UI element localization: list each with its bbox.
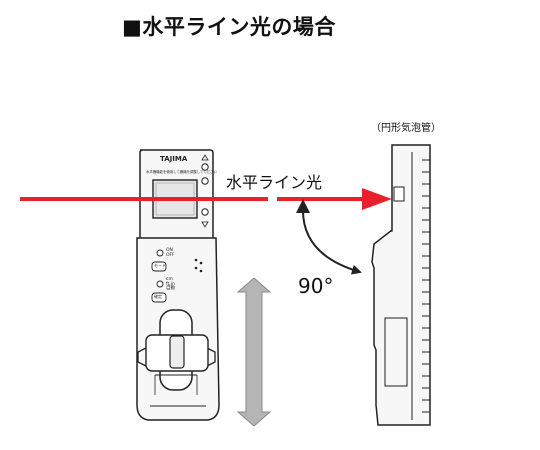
- angle-label: 90°: [298, 274, 334, 298]
- unit-button: [156, 280, 164, 288]
- indicator-led: [199, 269, 203, 273]
- device-side-button-bottom: [201, 208, 209, 216]
- laser-line-label: 水平ライン光: [226, 173, 323, 192]
- bubble-level-window: [393, 186, 405, 202]
- device-side-outline: [371, 144, 431, 426]
- indicator-led: [199, 261, 203, 265]
- label-mode: モード: [154, 263, 166, 268]
- bubble-level-label: （円形気泡管）: [371, 123, 441, 134]
- power-button: [156, 249, 164, 257]
- device-front: [136, 149, 220, 421]
- device-side-clamp: [384, 317, 408, 387]
- laser-arrowhead-icon: [362, 188, 392, 210]
- device-brand-logo: TAJIMA: [160, 155, 188, 163]
- device-side-button-middle: [201, 177, 209, 185]
- clamp-rail-guides: [154, 375, 198, 395]
- indicator-led: [194, 266, 198, 270]
- action-button: [151, 292, 167, 303]
- page-title: ■水平ライン光の場合: [122, 15, 336, 39]
- angle-arrow-up-icon: [296, 199, 310, 213]
- angle-arc-arrow: [301, 208, 362, 275]
- device-note: 水平器機能を使用して器機を調整してください: [146, 170, 217, 174]
- triangle-down-icon: [201, 221, 209, 228]
- clamp-right-wing: [206, 347, 216, 367]
- mode-button: [151, 261, 167, 272]
- clamp-lever: [169, 335, 185, 369]
- vertical-motion-arrow-icon: [236, 277, 272, 427]
- device-side: [371, 144, 431, 426]
- device-side-button-top: [201, 163, 209, 171]
- triangle-up-icon: [201, 154, 209, 161]
- indicator-led: [194, 258, 198, 262]
- device-side-ruler-ticks: [422, 159, 430, 413]
- label-action: 確定: [154, 294, 162, 299]
- label-units: cm ft,in 自動: [166, 277, 175, 291]
- clamp-left-wing: [137, 347, 147, 367]
- label-on-off: ON OFF: [166, 248, 175, 258]
